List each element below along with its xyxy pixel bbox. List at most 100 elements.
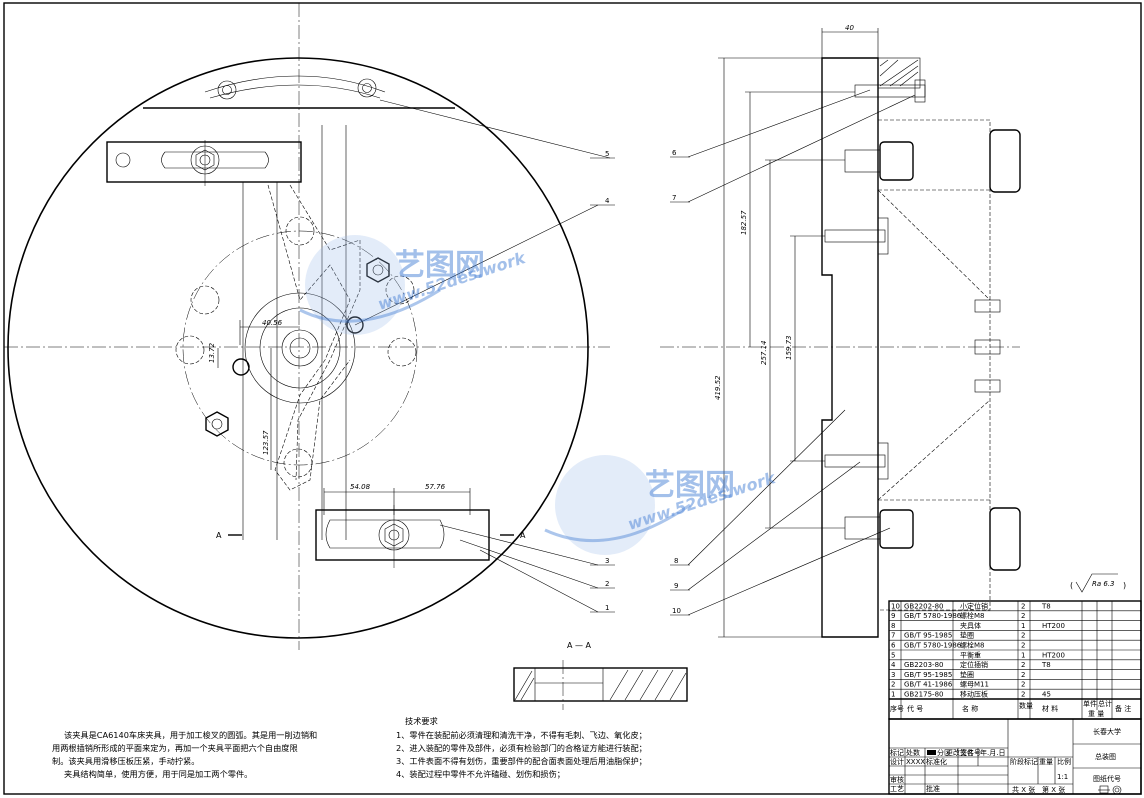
bom-cell-name: 小定位销 (960, 601, 988, 610)
title-block: 标记 处数 分区 更改文件号 签名 年.月.日 设计 XXXX 标准化 阶段标记… (888, 718, 1142, 795)
bom-header-weight-total: 总计 (1098, 699, 1112, 708)
balloon-1: 1 (605, 604, 609, 612)
bom-cell-qty: 2 (1021, 671, 1025, 679)
description-line-1: 该夹具是CA6140车床夹具，用于加工梭叉的圆弧。其是用一削边销和 (64, 730, 317, 740)
tb-stage-mark: 阶段标记 (1010, 757, 1038, 766)
bom-header-weight-single: 单件 (1083, 699, 1097, 708)
bom-cell-code: GB/T 41-1986 (904, 681, 953, 689)
dim-57-76: 57.76 (425, 483, 446, 491)
bom-cell-name: 定位插销 (960, 660, 988, 669)
balloon-9: 9 (674, 582, 678, 590)
watermark-bottom: 艺图网 www.52des.work (544, 455, 779, 555)
bom-cell-qty: 1 (1021, 651, 1025, 659)
bom-cell-no: 2 (891, 681, 895, 689)
front-view: 40.56 13.72 123.57 54.08 57.76 A A 5 4 3 (4, 3, 615, 650)
tech-req-2: 2、进入装配的零件及部件，必须有检验部门的合格证方能进行装配； (396, 743, 647, 753)
bom-cell-qty: 2 (1021, 661, 1025, 669)
bom-cell-no: 10 (891, 602, 900, 610)
bom-row: 8 夹具体 1 HT200 (891, 621, 1065, 630)
bom-cell-code: GB2175-80 (904, 691, 943, 699)
dim-419-52: 419.52 (714, 375, 722, 400)
description-line-4: 夹具结构简单，使用方便，用于同是加工两个零件。 (64, 769, 252, 779)
section-marker-left: A (216, 531, 222, 540)
balloon-10: 10 (672, 607, 681, 615)
bom-header-material: 材 料 (1042, 704, 1058, 713)
bom-cell-name: 螺母M11 (960, 680, 989, 689)
technical-requirements: 技术要求 1、零件在装配前必须清理和清洗干净，不得有毛刺、飞边、氧化皮； 2、进… (396, 716, 647, 779)
bom-cell-no: 4 (891, 661, 896, 669)
bom-cell-no: 8 (891, 622, 895, 630)
bom-cell-name: 移动压板 (960, 690, 988, 699)
bom-cell-name: 螺栓M8 (960, 611, 985, 620)
tb-sheets: 共 X 张 (1012, 785, 1035, 794)
bom-cell-qty: 2 (1021, 642, 1025, 650)
balloon-4: 4 (605, 197, 610, 205)
bom-cell-no: 6 (891, 642, 896, 650)
balloon-6: 6 (672, 149, 677, 157)
description-notes: 该夹具是CA6140车床夹具，用于加工梭叉的圆弧。其是用一削边销和 用两根插销所… (52, 730, 317, 779)
bom-header-no: 序号 (890, 704, 904, 713)
bom-cell-code: GB/T 5780-1986 (904, 642, 962, 650)
balloon-2: 2 (605, 580, 609, 588)
tb-school: 长春大学 (1093, 727, 1121, 736)
tech-req-4: 4、装配过程中零件不允许磕碰、划伤和损伤； (396, 769, 565, 779)
tb-drawing-code: 图纸代号 (1093, 774, 1121, 783)
bom-cell-no: 3 (891, 671, 895, 679)
tb-rev-mark: 标记 (890, 748, 904, 757)
bom-cell-no: 7 (891, 632, 895, 640)
dim-159-73: 159.73 (785, 336, 793, 361)
surface-roughness-symbol: ( Ra 6.3 ) (1070, 573, 1126, 593)
bom-cell-material: T8 (1041, 602, 1051, 610)
description-line-2: 用两根插销所形成的平面来定为，再加一个夹具平面把六个自由度限 (52, 743, 298, 753)
tb-standardize: 标准化 (926, 757, 947, 766)
balloon-5: 5 (605, 150, 609, 158)
watermark-brand-bottom: 艺图网 (645, 468, 735, 503)
bom-cell-code: GB2202-80 (904, 602, 943, 610)
svg-text:(: ( (1070, 581, 1073, 590)
tb-process: 工艺 (890, 785, 904, 793)
dim-40-56: 40.56 (262, 319, 283, 327)
balloon-3: 3 (605, 557, 609, 565)
side-view: 40 419.52 182.57 257.14 159.73 6 7 8 9 1… (660, 24, 1021, 638)
tb-sheet: 第 X 张 (1042, 785, 1065, 794)
bom-cell-qty: 2 (1021, 612, 1025, 620)
tech-req-3: 3、工件表面不得有划伤，重要部件的配合面表面处理后用油脂保护； (396, 756, 647, 766)
dim-182-57: 182.57 (740, 210, 748, 235)
dim-54-08: 54.08 (350, 483, 371, 491)
tech-req-title: 技术要求 (405, 716, 438, 726)
roughness-value: Ra 6.3 (1092, 580, 1115, 588)
bom-cell-name: 夹具体 (960, 621, 981, 630)
tb-designer-value: XXXX (906, 758, 925, 766)
tb-scale-value: 1:1 (1057, 773, 1068, 781)
watermark-top: 艺图网 www.52des.work (299, 235, 529, 335)
bom-cell-name: 平衡重 (960, 650, 981, 659)
tb-review: 审核 (890, 775, 904, 784)
bom-cell-no: 5 (891, 651, 895, 659)
bom-cell-code: GB/T 95-1985 (904, 671, 952, 679)
tb-designer: 设计 (890, 757, 904, 766)
bom-cell-name: 垫圈 (960, 631, 974, 640)
bom-header-remark: 备 注 (1115, 704, 1131, 713)
bom-cell-no: 9 (891, 612, 895, 620)
bom-cell-qty: 1 (1021, 622, 1025, 630)
bom-cell-qty: 2 (1021, 691, 1025, 699)
tb-zone: 分区 (937, 748, 951, 757)
balloon-7: 7 (672, 194, 676, 202)
bom-header-code: 代 号 (907, 704, 923, 713)
tb-drawing-name: 总装图 (1095, 752, 1116, 761)
bom-cell-material: HT200 (1042, 622, 1065, 630)
tb-weight: 重量 (1039, 758, 1053, 766)
section-aa-label: A — A (567, 641, 592, 650)
section-marker-right: A (520, 531, 526, 540)
bom-cell-qty: 2 (1021, 632, 1025, 640)
tb-change-doc: 更改文件号 (946, 748, 981, 757)
